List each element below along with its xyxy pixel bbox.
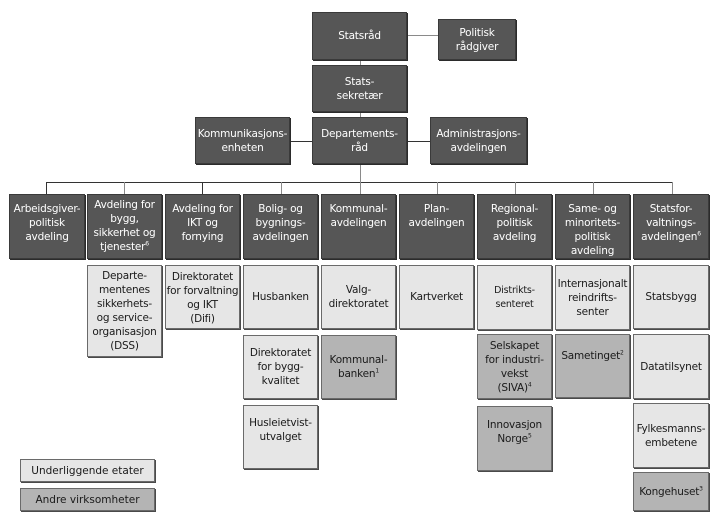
department-label: Avdeling for bygg, sikkerhet og tjeneste…: [93, 199, 156, 253]
department-label: Avdeling for IKT og fornying: [172, 203, 233, 243]
agency-label: Selskapet for industri- vekst (SIVA)4: [485, 339, 544, 394]
agency-direktoratet-byggkvalitet[interactable]: Direktoratet for bygg- kvalitet: [243, 335, 318, 399]
connector-statsrad-politisk: [407, 35, 438, 36]
department-label: Same- og minoritets- politisk avdeling: [564, 203, 621, 257]
agency-dss[interactable]: Departe- mentenes sikkerhets- og service…: [87, 265, 162, 357]
connector-kommunikasjon: [290, 141, 312, 142]
department-bygg-sikkerhet-tjenester[interactable]: Avdeling for bygg, sikkerhet og tjeneste…: [87, 194, 162, 259]
agency-label: Innovasjon Norge5: [487, 419, 542, 445]
agency-label: Kongehuset3: [639, 485, 703, 498]
department-bolig-bygning[interactable]: Bolig- og bygnings- avdelingen: [243, 194, 318, 259]
node-statsrad[interactable]: Statsråd: [312, 12, 407, 60]
node-administrasjonsavdelingen[interactable]: Administrasjons- avdelingen: [430, 117, 527, 164]
connector-dept-3: [202, 182, 203, 194]
node-departementsrad[interactable]: Departements- råd: [312, 117, 407, 164]
legend-andre-virksomheter: Andre virksomheter: [20, 488, 155, 511]
footnote-marker: 6: [145, 240, 149, 248]
agency-kommunalbanken[interactable]: Kommunal- banken1: [321, 335, 396, 399]
connector-dept-7: [515, 182, 516, 194]
department-label: Kommunal- avdelingen: [329, 203, 388, 229]
connector-dept-1: [46, 182, 47, 194]
agency-label: Sametinget2: [561, 349, 624, 362]
connector-administrasjon: [407, 141, 430, 142]
department-regionalpolitisk[interactable]: Regional- politisk avdeling: [477, 194, 552, 259]
department-same-minoritetspolitisk[interactable]: Same- og minoritets- politisk avdeling: [555, 194, 630, 259]
legend-underliggende-etater: Underliggende etater: [20, 459, 155, 482]
department-plan[interactable]: Plan- avdelingen: [399, 194, 474, 259]
agency-label: Kommunal- banken1: [329, 354, 388, 380]
department-label: Regional- politisk avdeling: [490, 203, 539, 243]
agency-husleietvistutvalget[interactable]: Husleietvist- utvalget: [243, 405, 318, 469]
agency-statsbygg[interactable]: Statsbygg: [633, 265, 709, 329]
node-kommunikasjonsenheten[interactable]: Kommunikasjons- enheten: [195, 117, 290, 164]
footnote-marker: 6: [697, 230, 701, 238]
agency-innovasjon-norge[interactable]: Innovasjon Norge5: [477, 406, 552, 471]
connector-dept-6: [437, 182, 438, 194]
connector-department-bus: [46, 182, 673, 183]
connector-dept-4: [281, 182, 282, 194]
department-label: Arbeidsgiver- politisk avdeling: [13, 203, 81, 243]
footnote-marker: 1: [375, 367, 379, 375]
department-ikt-fornying[interactable]: Avdeling for IKT og fornying: [165, 194, 240, 259]
agency-valgdirektoratet[interactable]: Valg- direktoratet: [321, 265, 396, 329]
node-politisk-radgiver[interactable]: Politisk rådgiver: [438, 19, 516, 60]
agency-kartverket[interactable]: Kartverket: [399, 265, 474, 329]
agency-siva[interactable]: Selskapet for industri- vekst (SIVA)4: [477, 334, 552, 399]
footnote-marker: 5: [527, 432, 532, 440]
department-arbeidsgiverpolitisk[interactable]: Arbeidsgiver- politisk avdeling: [9, 194, 85, 259]
connector-dept-5: [360, 182, 361, 194]
department-kommunal[interactable]: Kommunal- avdelingen: [321, 194, 396, 259]
department-label: Statsfor- valtnings- avdelingen6: [641, 203, 701, 243]
department-label: Plan- avdelingen: [408, 203, 465, 229]
agency-distriktssenteret[interactable]: Distrikts- senteret: [477, 265, 552, 330]
footnote-marker: 2: [620, 349, 624, 357]
footnote-marker: 4: [527, 381, 532, 388]
node-statssekretaer[interactable]: Stats- sekretær: [312, 65, 407, 112]
connector-dept-2: [124, 182, 125, 194]
agency-sametinget[interactable]: Sametinget2: [555, 334, 630, 398]
agency-fylkesmannsembetene[interactable]: Fylkesmanns- embetene: [633, 403, 709, 468]
department-label: Bolig- og bygnings- avdelingen: [252, 203, 309, 243]
footnote-marker: 3: [699, 485, 703, 492]
agency-internasjonalt-reindriftssenter[interactable]: Internasjonalt reindrifts- senter: [555, 265, 630, 330]
agency-difi[interactable]: Direktoratet for forvaltning og IKT (Dif…: [165, 265, 240, 329]
department-statsforvaltning[interactable]: Statsfor- valtnings- avdelingen6: [633, 194, 709, 259]
agency-datatilsynet[interactable]: Datatilsynet: [633, 334, 709, 399]
connector-dept-8: [593, 182, 594, 194]
connector-dept-9: [672, 182, 673, 194]
agency-kongehuset[interactable]: Kongehuset3: [633, 472, 709, 511]
agency-husbanken[interactable]: Husbanken: [243, 265, 318, 329]
